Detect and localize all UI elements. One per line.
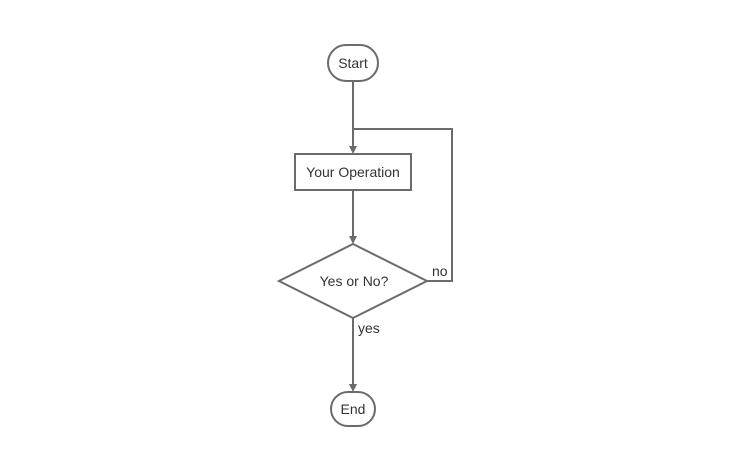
node-decision: Yes or No? bbox=[276, 242, 430, 320]
end-label: End bbox=[341, 401, 366, 417]
edge-label-yes: yes bbox=[358, 320, 380, 336]
arrowhead-operation-top bbox=[349, 146, 357, 154]
end-terminal-shape bbox=[330, 391, 376, 427]
operation-label: Your Operation bbox=[306, 164, 400, 180]
node-operation: Your Operation bbox=[294, 153, 412, 191]
edges bbox=[349, 81, 453, 392]
node-start: Start bbox=[327, 44, 379, 82]
decision-diamond-shape bbox=[276, 242, 430, 320]
edge-label-no: no bbox=[432, 263, 448, 279]
operation-process-shape bbox=[294, 153, 412, 191]
start-label: Start bbox=[338, 55, 368, 71]
node-end: End bbox=[330, 391, 376, 427]
decision-label: Yes or No? bbox=[320, 273, 389, 289]
arrowhead-decision-top bbox=[349, 236, 357, 244]
arrowhead-end-top bbox=[349, 384, 357, 392]
start-terminal-shape bbox=[327, 44, 379, 82]
edge-decision-no-loop bbox=[353, 128, 453, 282]
